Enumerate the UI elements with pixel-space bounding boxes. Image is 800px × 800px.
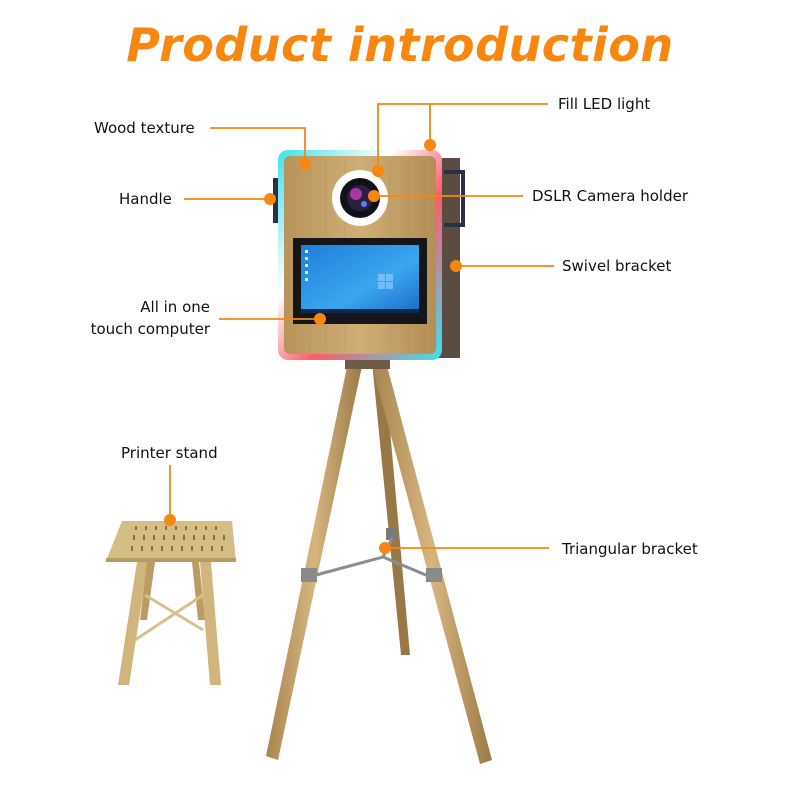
tripod bbox=[266, 355, 492, 764]
label-printer-stand: Printer stand bbox=[121, 444, 218, 462]
label-all-in-one: All in one touch computer bbox=[60, 296, 210, 340]
label-all-in-one-line1: All in one bbox=[140, 298, 210, 316]
label-fill-led-light: Fill LED light bbox=[558, 95, 651, 113]
label-all-in-one-line2: touch computer bbox=[90, 320, 210, 338]
all-in-one-dot-icon bbox=[314, 313, 326, 325]
fill-led-dot-icon bbox=[424, 139, 436, 151]
triangular-dot-icon bbox=[379, 542, 391, 554]
label-wood-texture: Wood texture bbox=[94, 119, 195, 137]
fill-led-dot-icon bbox=[372, 165, 384, 177]
wood-texture-dot-icon bbox=[299, 158, 311, 170]
handle-dot-icon bbox=[264, 193, 276, 205]
label-swivel-bracket: Swivel bracket bbox=[562, 257, 672, 275]
photo-booth bbox=[273, 150, 465, 360]
printer-stand bbox=[106, 521, 236, 685]
callout-dots bbox=[164, 139, 462, 554]
callout-lines bbox=[169, 103, 554, 549]
label-triangular-bracket: Triangular bracket bbox=[562, 540, 698, 558]
label-handle: Handle bbox=[119, 190, 172, 208]
swivel-dot-icon bbox=[450, 260, 462, 272]
dslr-dot-icon bbox=[368, 190, 380, 202]
printer-stand-dot-icon bbox=[164, 514, 176, 526]
label-dslr-camera-holder: DSLR Camera holder bbox=[532, 187, 689, 205]
page-title: Product introduction bbox=[126, 18, 674, 72]
